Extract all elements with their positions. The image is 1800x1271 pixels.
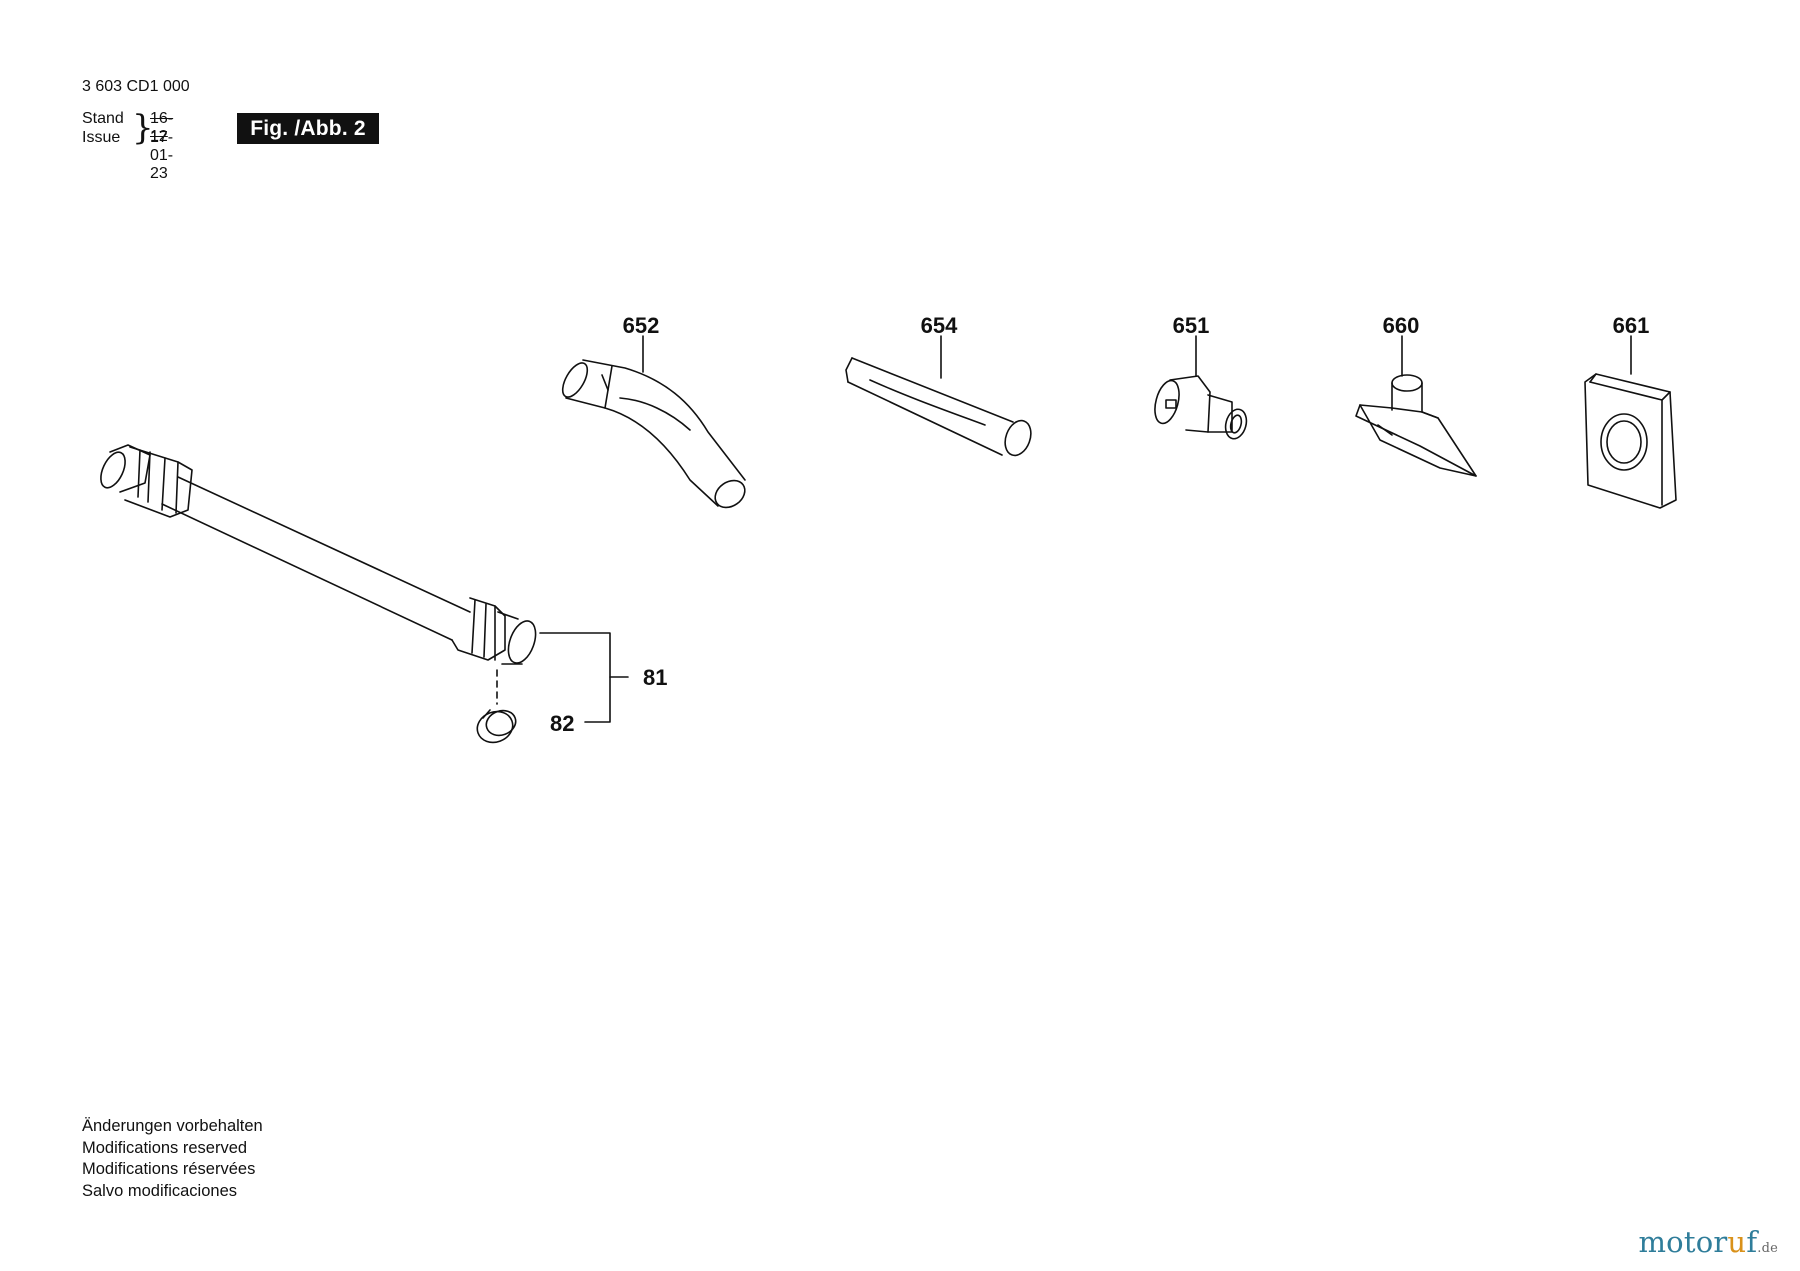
figure-label: Fig. /Abb. 2 [237, 113, 379, 144]
brace-icon: } [132, 108, 154, 148]
clamp-ring-part [476, 709, 517, 744]
disclaimer-line-es: Salvo modificaciones [82, 1181, 237, 1200]
disclaimer-line-en: Modifications reserved [82, 1138, 248, 1157]
adapter-part [1154, 375, 1248, 440]
watermark-logo: motoruf.de [1638, 1225, 1778, 1259]
watermark-brand-b: u [1727, 1225, 1747, 1259]
watermark-brand-a: motor [1638, 1225, 1728, 1259]
floor-nozzle-part [1355, 374, 1477, 477]
crevice-nozzle-part [845, 357, 1032, 457]
disclaimer-line-fr: Modifications réservées [82, 1160, 256, 1178]
disclaimer-line-de: Änderungen vorbehalten [82, 1117, 263, 1135]
disclaimer-block: Änderungen vorbehalten Modifications res… [82, 1116, 263, 1202]
issue-row: Issue 17-01-23 [82, 129, 173, 182]
old-date: 16-12 [150, 110, 174, 145]
new-date: 17-01-23 [150, 129, 174, 182]
stand-row: Stand 16-12 } [82, 110, 173, 146]
callout-651: 651 [1173, 313, 1210, 338]
callout-660: 660 [1383, 313, 1420, 338]
watermark-tld: .de [1757, 1241, 1778, 1256]
gasket-plate-part [1584, 373, 1677, 509]
callout-654: 654 [921, 313, 958, 338]
stand-label: Stand [82, 110, 124, 127]
suction-tube-part [100, 444, 537, 665]
part-number: 3 603 CD1 000 [82, 78, 190, 95]
issue-label: Issue [82, 129, 121, 146]
bent-elbow-part [561, 359, 746, 509]
callout-661: 661 [1613, 313, 1650, 338]
revision-block: Stand 16-12 } Issue 17-01-23 [82, 110, 173, 182]
callout-bracket-81 [539, 632, 611, 723]
watermark-brand-c: f [1746, 1225, 1758, 1259]
callout-652: 652 [623, 313, 660, 338]
callout-81: 81 [643, 665, 667, 690]
callout-82: 82 [550, 711, 574, 736]
